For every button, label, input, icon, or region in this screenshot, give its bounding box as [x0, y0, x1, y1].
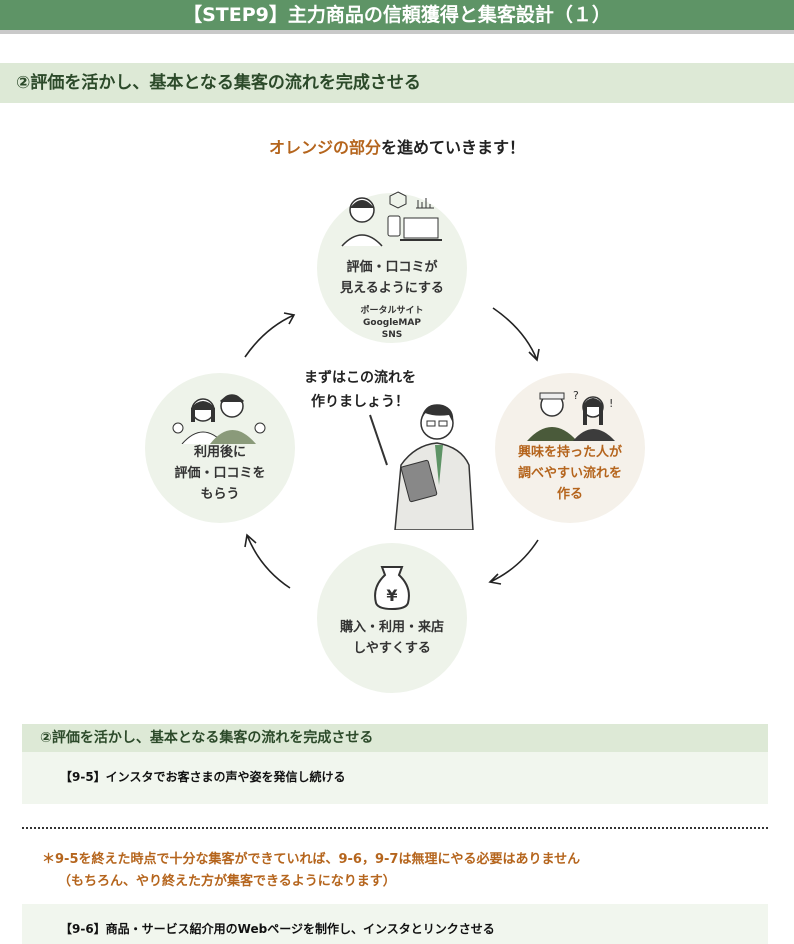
note-line: （もちろん、やり終えた方が集客できるようになります） [58, 874, 396, 889]
circle-text: 調べやすい流れを [517, 465, 622, 481]
circle-sub: ポータルサイト [360, 306, 424, 316]
note: ＊9-5を終えた時点で十分な集客ができていれば、9-6，9-7は無理にやる必要は… [42, 849, 580, 893]
circle-text: 興味を持った人が [517, 444, 622, 460]
task-item-9-5[interactable]: 【9-5】インスタでお客さまの声や姿を発信し続ける [22, 752, 768, 804]
curious-people-icon: ?! [527, 389, 615, 441]
money-bag-icon: ¥ [374, 566, 410, 611]
step-circle-easy-research: 興味を持った人が 調べやすい流れを 作る [495, 373, 645, 523]
task-item-label: 【9-5】インスタでお客さまの声や姿を発信し続ける [60, 770, 346, 784]
circle-text: 評価・口コミを [174, 465, 266, 481]
task-section-title: ②評価を活かし、基本となる集客の流れを完成させる [22, 724, 768, 752]
section-title: ②評価を活かし、基本となる集客の流れを完成させる [0, 63, 794, 103]
happy-customers-icon [172, 394, 266, 444]
circle-text: もらう [200, 486, 240, 502]
center-message-line: まずはこの流れを [304, 370, 416, 386]
step-circle-get-reviews: 利用後に 評価・口コミを もらう [145, 373, 295, 523]
circle-sub: SNS [381, 330, 403, 340]
task-item-9-6[interactable]: 【9-6】商品・サービス紹介用のWebページを制作し、インスタとリンクさせる [22, 904, 768, 944]
circle-text: しやすくする [353, 641, 431, 656]
cycle-arrows [244, 307, 540, 589]
circle-text: 評価・口コミが [346, 260, 438, 275]
lead-rest: を進めていきます！ [381, 138, 526, 157]
svg-text:?: ? [573, 389, 579, 402]
arrow-right-bottom [488, 539, 539, 585]
svg-text:!: ! [609, 397, 613, 410]
arrow-left-top [244, 312, 296, 358]
circle-text: 利用後に [193, 444, 246, 460]
task-item-label: 【9-6】商品・サービス紹介用のWebページを制作し、インスタとリンクさせる [60, 922, 495, 936]
step-circle-review-visible: 評価・口コミが 見えるようにする ポータルサイト GoogleMAP SNS [317, 193, 467, 343]
circle-text: 作る [556, 486, 583, 502]
svg-text:¥: ¥ [386, 586, 397, 605]
dotted-divider [22, 827, 768, 829]
lead-highlight: オレンジの部分 [268, 138, 381, 157]
page-header: 【STEP9】主力商品の信頼獲得と集客設計（１） [0, 0, 794, 34]
arrow-bottom-left [244, 533, 291, 589]
center-message: まずはこの流れを 作りましょう！ [290, 366, 430, 414]
arrow-top-right [492, 307, 540, 362]
circle-text: 見えるようにする [340, 281, 444, 296]
center-message-line: 作りましょう！ [311, 394, 409, 410]
note-line: ＊9-5を終えた時点で十分な集客ができていれば、9-6，9-7は無理にやる必要は… [42, 852, 581, 867]
circle-sub: GoogleMAP [363, 318, 421, 328]
lead-text: オレンジの部分を進めていきます！ [0, 134, 794, 158]
circle-text: 購入・利用・来店 [339, 620, 444, 635]
presenter-illustration [369, 404, 474, 530]
task-section: ②評価を活かし、基本となる集客の流れを完成させる 【9-5】インスタでお客さまの… [22, 724, 768, 804]
people-with-devices-icon [341, 191, 442, 247]
